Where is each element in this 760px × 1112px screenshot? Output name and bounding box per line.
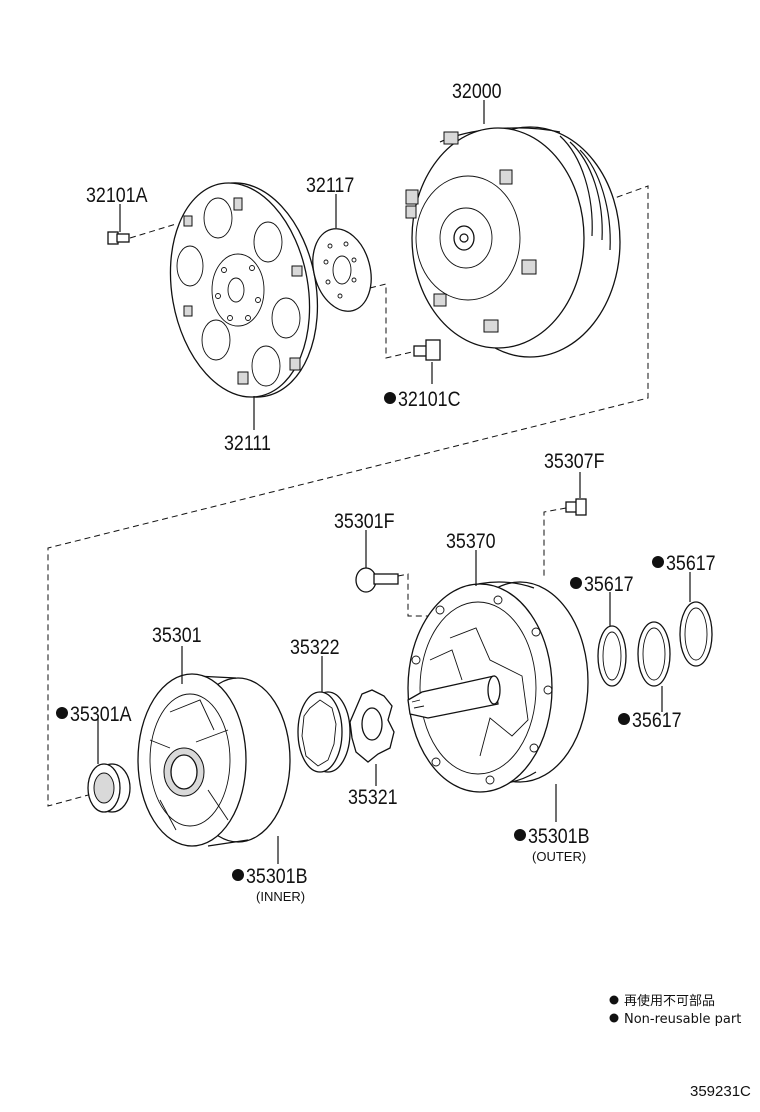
sublabel-inner: (INNER) — [256, 889, 305, 904]
leader-lines — [97, 100, 691, 864]
label-32101C: 32101C — [398, 388, 460, 412]
label-35617-top: 35617 — [666, 552, 716, 576]
bullet-icon — [384, 392, 396, 404]
non-reusable-markers — [56, 392, 664, 1023]
label-32111: 32111 — [224, 432, 271, 456]
seal-ring-1 — [597, 625, 627, 687]
sub-labels: (OUTER) (INNER) — [256, 849, 586, 904]
driven-gear — [297, 691, 351, 773]
label-35322: 35322 — [290, 636, 340, 660]
bullet-icon — [570, 577, 582, 589]
legend: 再使用不可部品 Non-reusable part — [624, 993, 741, 1027]
seal-ring-3 — [679, 601, 713, 667]
label-35307F: 35307F — [544, 450, 605, 474]
assembly-guide-lines — [47, 185, 649, 807]
label-35370: 35370 — [446, 530, 496, 554]
label-35301F: 35301F — [334, 510, 395, 534]
label-32101A: 32101A — [86, 184, 147, 208]
label-35301: 35301 — [152, 624, 202, 648]
bullet-icon — [609, 995, 619, 1005]
bullet-icon — [514, 829, 526, 841]
part-labels: 32000 32101A 32117 32101C 32111 35307F 3… — [70, 80, 716, 889]
oil-seal — [87, 763, 131, 813]
figure-id: 359231C — [690, 1083, 751, 1100]
sublabel-outer: (OUTER) — [532, 849, 586, 864]
oil-pump-body — [137, 673, 291, 847]
bullet-icon — [652, 556, 664, 568]
legend-english: Non-reusable part — [624, 1012, 741, 1027]
bolt-35307F — [565, 498, 587, 516]
spacer-plate — [312, 228, 372, 312]
bolt-35301F — [355, 567, 399, 593]
label-35301B-outer: 35301B — [528, 825, 589, 849]
torque-converter — [405, 126, 621, 358]
drive-gear — [349, 689, 395, 763]
label-35617-low: 35617 — [632, 709, 682, 733]
label-35617-mid: 35617 — [584, 573, 634, 597]
bolt-32101A — [107, 231, 130, 245]
legend-japanese: 再使用不可部品 — [624, 993, 715, 1009]
stator-shaft — [407, 581, 589, 793]
label-32000: 32000 — [452, 80, 502, 104]
bullet-icon — [232, 869, 244, 881]
label-35301B-inner: 35301B — [246, 865, 307, 889]
bullet-icon — [618, 713, 630, 725]
bullet-icon — [56, 707, 68, 719]
seal-ring-2 — [637, 621, 671, 687]
bullet-icon — [609, 1013, 619, 1023]
bolt-32101C — [413, 339, 441, 361]
drive-plate — [169, 182, 319, 398]
label-32117: 32117 — [306, 174, 354, 198]
label-35321: 35321 — [348, 786, 398, 810]
label-35301A: 35301A — [70, 703, 131, 727]
